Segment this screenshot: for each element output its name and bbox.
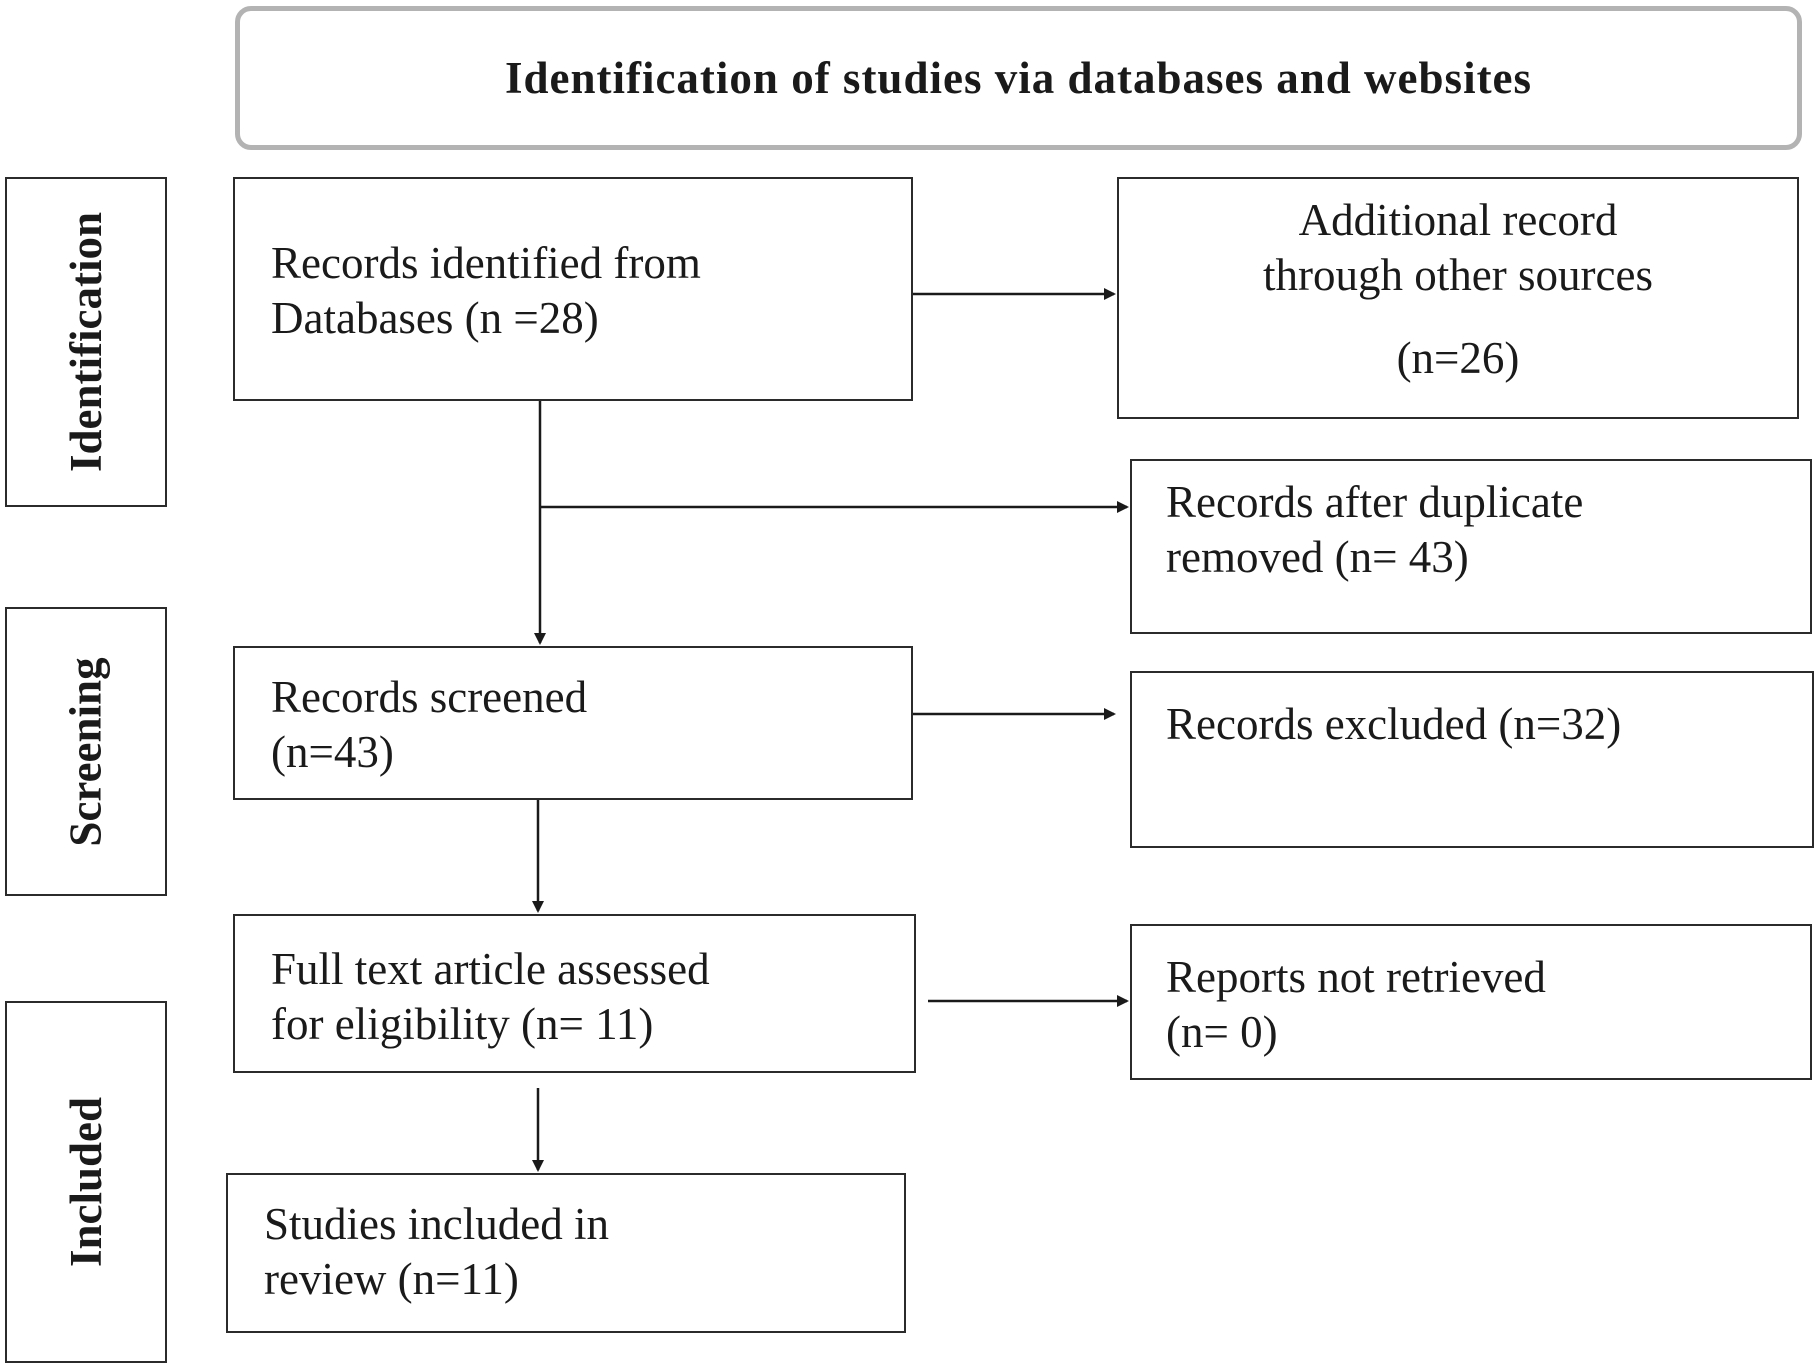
after-duplicates-box: Records after duplicate removed (n= 43)	[1130, 459, 1812, 634]
studies-included-box: Studies included in review (n=11)	[226, 1173, 906, 1333]
reports-not-retrieved-box: Reports not retrieved (n= 0)	[1130, 924, 1812, 1080]
records-screened-box: Records screened (n=43)	[233, 646, 913, 800]
records-identified-text: Records identified from Databases (n =28…	[271, 238, 701, 343]
records-excluded-box: Records excluded (n=32)	[1130, 671, 1814, 848]
additional-records-box: Additional record through other sources …	[1117, 177, 1799, 419]
phase-screening: Screening	[5, 607, 167, 896]
after-duplicates-text: Records after duplicate removed (n= 43)	[1166, 477, 1584, 582]
additional-records-text: Additional record through other sources	[1263, 195, 1653, 300]
full-text-box: Full text article assessed for eligibili…	[233, 914, 916, 1073]
additional-records-count: (n=26)	[1396, 333, 1520, 383]
header-box: Identification of studies via databases …	[235, 6, 1802, 150]
phase-identification: Identification	[5, 177, 167, 507]
phase-included: Included	[5, 1001, 167, 1363]
header-title: Identification of studies via databases …	[504, 53, 1533, 103]
full-text-text: Full text article assessed for eligibili…	[271, 944, 710, 1049]
reports-not-retrieved-text: Reports not retrieved (n= 0)	[1166, 952, 1546, 1057]
studies-included-text: Studies included in review (n=11)	[264, 1199, 609, 1304]
records-excluded-text: Records excluded (n=32)	[1166, 699, 1622, 749]
records-screened-text: Records screened (n=43)	[271, 672, 588, 777]
records-identified-box: Records identified from Databases (n =28…	[233, 177, 913, 401]
